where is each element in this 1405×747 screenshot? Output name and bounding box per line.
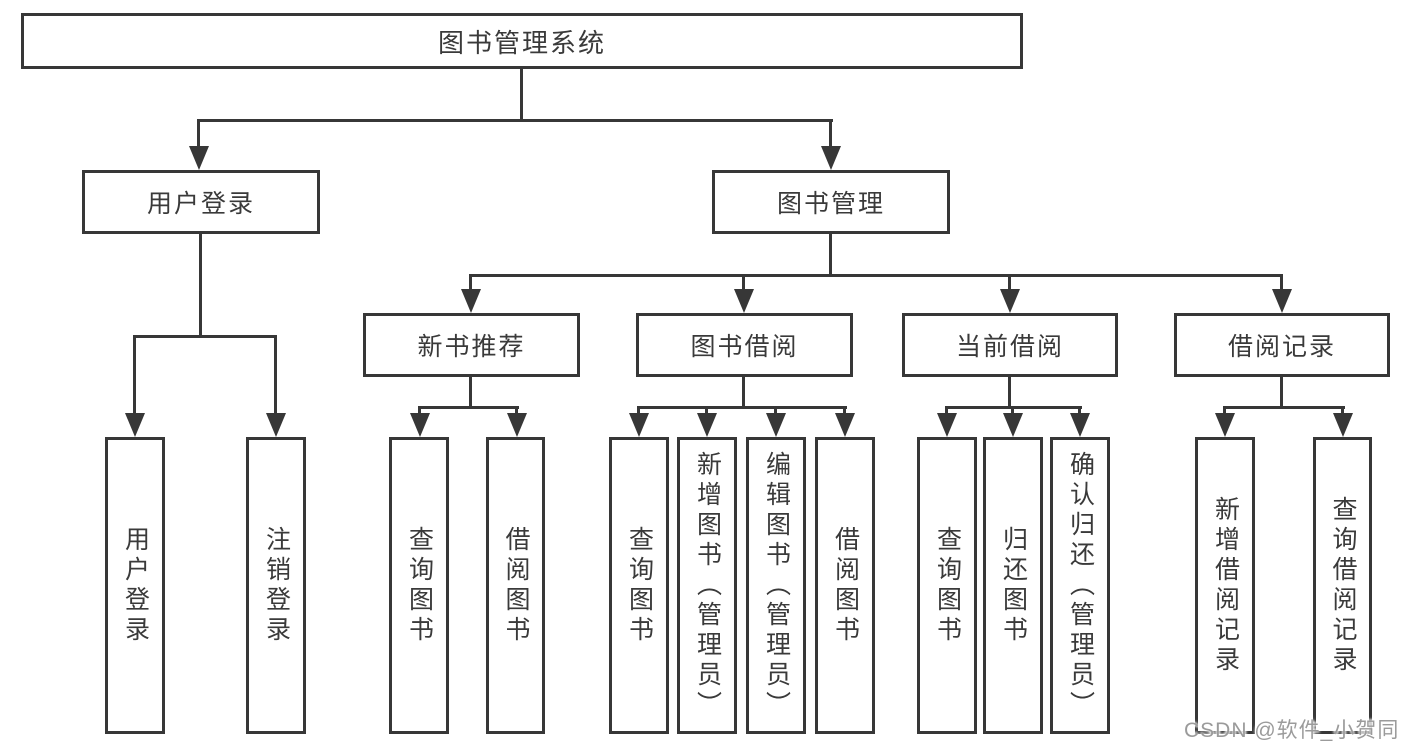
leaf-query-books: 查询图书 bbox=[609, 437, 669, 734]
connector-line bbox=[199, 234, 202, 337]
leaf-add-borrow-record: 新增借阅记录 bbox=[1195, 437, 1255, 734]
connector-line bbox=[1223, 406, 1345, 409]
node-label: 借阅记录 bbox=[1227, 333, 1336, 361]
leaf-query-books: 查询图书 bbox=[389, 437, 449, 734]
node-label: 查询图书 bbox=[625, 525, 654, 646]
leaf-confirm-return-admin: 确认归还（管理员） bbox=[1050, 437, 1110, 734]
connector-line bbox=[418, 406, 519, 409]
arrow-down-icon bbox=[461, 289, 481, 313]
node-label: 新增图书（管理员） bbox=[693, 450, 722, 721]
node-library-management-system: 图书管理系统 bbox=[21, 13, 1023, 69]
node-new-book-recommend: 新书推荐 bbox=[363, 313, 580, 377]
node-label: 用户登录 bbox=[121, 525, 150, 646]
connector-line bbox=[829, 234, 832, 276]
connector-line bbox=[469, 274, 1283, 277]
node-label: 借阅图书 bbox=[502, 525, 530, 646]
csdn-watermark: CSDN @软件_小贺同学 bbox=[1184, 719, 1400, 742]
arrow-down-icon bbox=[1070, 413, 1090, 437]
connector-line bbox=[469, 377, 472, 408]
node-label: 查询图书 bbox=[405, 525, 434, 646]
node-label: 编辑图书（管理员） bbox=[762, 450, 791, 721]
arrow-down-icon bbox=[766, 413, 786, 437]
connector-line bbox=[274, 336, 277, 426]
node-user-login: 用户登录 bbox=[82, 170, 320, 234]
node-label: 查询借阅记录 bbox=[1329, 495, 1357, 676]
node-label: 查询图书 bbox=[933, 525, 962, 646]
node-label: 图书管理系统 bbox=[437, 27, 606, 58]
node-label: 注销登录 bbox=[262, 525, 291, 646]
connector-line bbox=[133, 335, 277, 338]
node-label: 确认归还（管理员） bbox=[1066, 450, 1095, 721]
arrow-down-icon bbox=[125, 413, 145, 437]
leaf-user-login: 用户登录 bbox=[105, 437, 165, 734]
connector-line bbox=[1008, 377, 1011, 408]
node-label: 新增借阅记录 bbox=[1211, 495, 1240, 676]
connector-line bbox=[742, 275, 745, 301]
connector-line bbox=[1280, 275, 1283, 301]
arrow-down-icon bbox=[266, 413, 286, 437]
node-current-borrowing: 当前借阅 bbox=[902, 313, 1118, 377]
leaf-return-book: 归还图书 bbox=[983, 437, 1043, 734]
node-label: 用户登录 bbox=[146, 190, 255, 218]
connector-line bbox=[197, 119, 200, 148]
node-label: 图书借阅 bbox=[690, 333, 799, 361]
connector-line bbox=[829, 119, 832, 148]
arrow-down-icon bbox=[629, 413, 649, 437]
connector-line bbox=[133, 336, 136, 426]
arrow-down-icon bbox=[937, 413, 957, 437]
arrow-down-icon bbox=[1272, 289, 1292, 313]
connector-line bbox=[742, 377, 745, 408]
node-label: 归还图书 bbox=[999, 525, 1028, 646]
arrow-down-icon bbox=[189, 146, 209, 170]
node-label: 当前借阅 bbox=[955, 333, 1064, 361]
leaf-add-book-admin: 新增图书（管理员） bbox=[677, 437, 737, 734]
connector-line bbox=[1008, 275, 1011, 301]
connector-line bbox=[469, 275, 472, 301]
arrow-down-icon bbox=[410, 413, 430, 437]
arrow-down-icon bbox=[835, 413, 855, 437]
connector-line bbox=[520, 69, 523, 121]
arrow-down-icon bbox=[1003, 413, 1023, 437]
node-borrowing-records: 借阅记录 bbox=[1174, 313, 1390, 377]
arrow-down-icon bbox=[734, 289, 754, 313]
node-book-borrowing: 图书借阅 bbox=[636, 313, 853, 377]
arrow-down-icon bbox=[697, 413, 717, 437]
leaf-logout: 注销登录 bbox=[246, 437, 306, 734]
arrow-down-icon bbox=[821, 146, 841, 170]
leaf-borrow-books: 借阅图书 bbox=[815, 437, 875, 734]
node-label: 图书管理 bbox=[776, 190, 885, 218]
node-label: 新书推荐 bbox=[417, 333, 526, 361]
leaf-query-borrow-record: 查询借阅记录 bbox=[1313, 437, 1372, 734]
leaf-borrow-books: 借阅图书 bbox=[486, 437, 545, 734]
leaf-edit-book-admin: 编辑图书（管理员） bbox=[746, 437, 806, 734]
node-book-management: 图书管理 bbox=[712, 170, 950, 234]
node-label: 借阅图书 bbox=[831, 525, 860, 646]
leaf-query-books: 查询图书 bbox=[917, 437, 977, 734]
arrow-down-icon bbox=[1333, 413, 1353, 437]
connector-line bbox=[198, 119, 833, 122]
arrow-down-icon bbox=[1215, 413, 1235, 437]
arrow-down-icon bbox=[507, 413, 527, 437]
arrow-down-icon bbox=[1000, 289, 1020, 313]
connector-line bbox=[1280, 377, 1283, 408]
